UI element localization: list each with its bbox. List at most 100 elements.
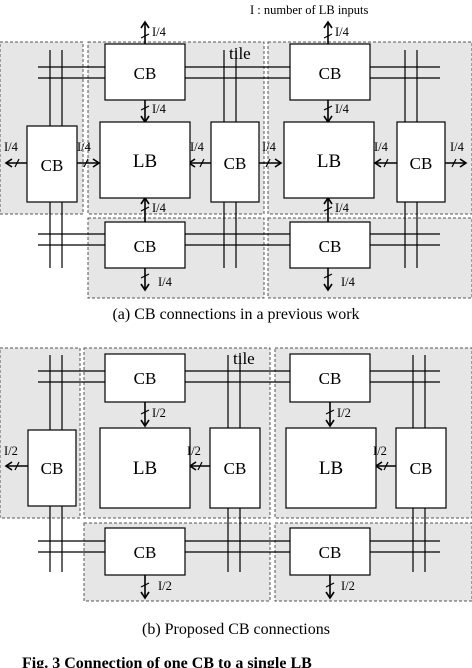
edge-label: I/4 xyxy=(152,201,167,215)
panel-caption: (a) CB connections in a previous work xyxy=(112,306,359,323)
arrowhead xyxy=(323,283,333,292)
edge-label: I/2 xyxy=(337,406,351,420)
edge-label: I/2 xyxy=(341,579,355,593)
logic-block xyxy=(99,427,191,509)
block-label: CB xyxy=(319,64,342,83)
block-label: CB xyxy=(134,64,157,83)
connection-block xyxy=(396,121,446,203)
connection-block xyxy=(27,429,77,507)
edge-label: I/4 xyxy=(341,275,356,289)
bus-slash xyxy=(383,158,389,168)
connection-block xyxy=(104,527,186,576)
arrowhead xyxy=(140,419,150,428)
bus-slash xyxy=(83,158,89,168)
panel-b: CB CB CB LB CB LB CB CB CB tile I/2 I/2 … xyxy=(0,347,472,638)
arrowhead xyxy=(140,283,150,292)
bus-slash xyxy=(197,461,203,471)
connection-block xyxy=(395,427,447,509)
logic-block xyxy=(285,427,377,509)
bus-slash xyxy=(325,409,335,415)
connection-block xyxy=(104,43,186,101)
bus-slash xyxy=(140,273,150,279)
arrowhead xyxy=(323,20,333,29)
edge-label: I/4 xyxy=(152,102,167,116)
block-label: LB xyxy=(133,151,157,172)
bus-slash xyxy=(14,461,20,471)
logic-block xyxy=(99,121,191,199)
bus-slash xyxy=(14,158,20,168)
bus-slash xyxy=(140,105,150,111)
edge-label: I/2 xyxy=(187,444,201,458)
block-label: CB xyxy=(319,369,342,388)
arrowhead xyxy=(140,20,150,29)
connection-block xyxy=(289,43,371,101)
block-label: CB xyxy=(319,237,342,256)
edge-label: I/4 xyxy=(374,140,389,154)
bus-slash xyxy=(265,158,271,168)
edge-label: I/4 xyxy=(190,140,205,154)
arrowhead xyxy=(92,158,101,168)
edge-label: I/4 xyxy=(77,140,92,154)
arrowhead xyxy=(140,591,150,600)
connection-block xyxy=(104,221,186,269)
tile-label: tile xyxy=(233,349,255,368)
edge-label: I/4 xyxy=(335,25,350,39)
block-label: CB xyxy=(134,237,157,256)
bus-slash xyxy=(140,409,150,415)
arrowhead xyxy=(4,461,13,471)
block-label: CB xyxy=(41,459,64,478)
arrowhead xyxy=(274,158,283,168)
block-label: CB xyxy=(134,543,157,562)
connection-block xyxy=(289,221,371,269)
panel-caption: (b) Proposed CB connections xyxy=(142,621,330,638)
bus-slash xyxy=(383,461,389,471)
arrowhead xyxy=(373,158,382,168)
connection-block xyxy=(209,427,261,509)
logic-block xyxy=(283,121,375,199)
edge-label: I/4 xyxy=(158,275,173,289)
block-label: CB xyxy=(134,369,157,388)
bus-slash xyxy=(323,105,333,111)
edge-label: I/4 xyxy=(4,140,19,154)
edge-label: I/2 xyxy=(152,406,166,420)
bus-slash xyxy=(140,582,150,588)
edge-label: I/2 xyxy=(158,579,172,593)
arrowhead xyxy=(459,158,468,168)
bus-slash xyxy=(323,206,333,212)
bus-slash xyxy=(323,33,333,39)
block-label: LB xyxy=(317,151,341,172)
edge-label: I/2 xyxy=(373,444,387,458)
arrowhead xyxy=(325,419,335,428)
bus-slash xyxy=(325,582,335,588)
arrowhead xyxy=(325,591,335,600)
arrowhead xyxy=(4,158,13,168)
edge-label: I/4 xyxy=(450,140,465,154)
block-label: CB xyxy=(410,459,433,478)
block-label: CB xyxy=(224,459,247,478)
bus-slash xyxy=(323,273,333,279)
connection-block xyxy=(210,121,260,203)
bus-slash xyxy=(140,206,150,212)
connection-block xyxy=(104,353,186,403)
edge-label: I/2 xyxy=(4,444,18,458)
bus-slash xyxy=(199,158,205,168)
legend-note: I : number of LB inputs xyxy=(250,3,369,17)
block-label: CB xyxy=(224,154,247,173)
block-label: CB xyxy=(319,543,342,562)
edge-label: I/4 xyxy=(152,25,167,39)
edge-label: I/4 xyxy=(335,102,350,116)
block-label: LB xyxy=(319,458,343,479)
figure-caption: Fig. 3 Connection of one CB to a single … xyxy=(22,655,312,668)
block-label: LB xyxy=(133,458,157,479)
edge-label: I/4 xyxy=(335,201,350,215)
edge-label: I/4 xyxy=(262,140,277,154)
tile-label: tile xyxy=(229,44,251,63)
connection-block xyxy=(26,125,78,203)
block-label: CB xyxy=(410,154,433,173)
bus-slash xyxy=(451,158,457,168)
block-label: CB xyxy=(41,156,64,175)
connection-block xyxy=(289,527,371,576)
bus-slash xyxy=(140,33,150,39)
connection-block xyxy=(289,353,371,403)
